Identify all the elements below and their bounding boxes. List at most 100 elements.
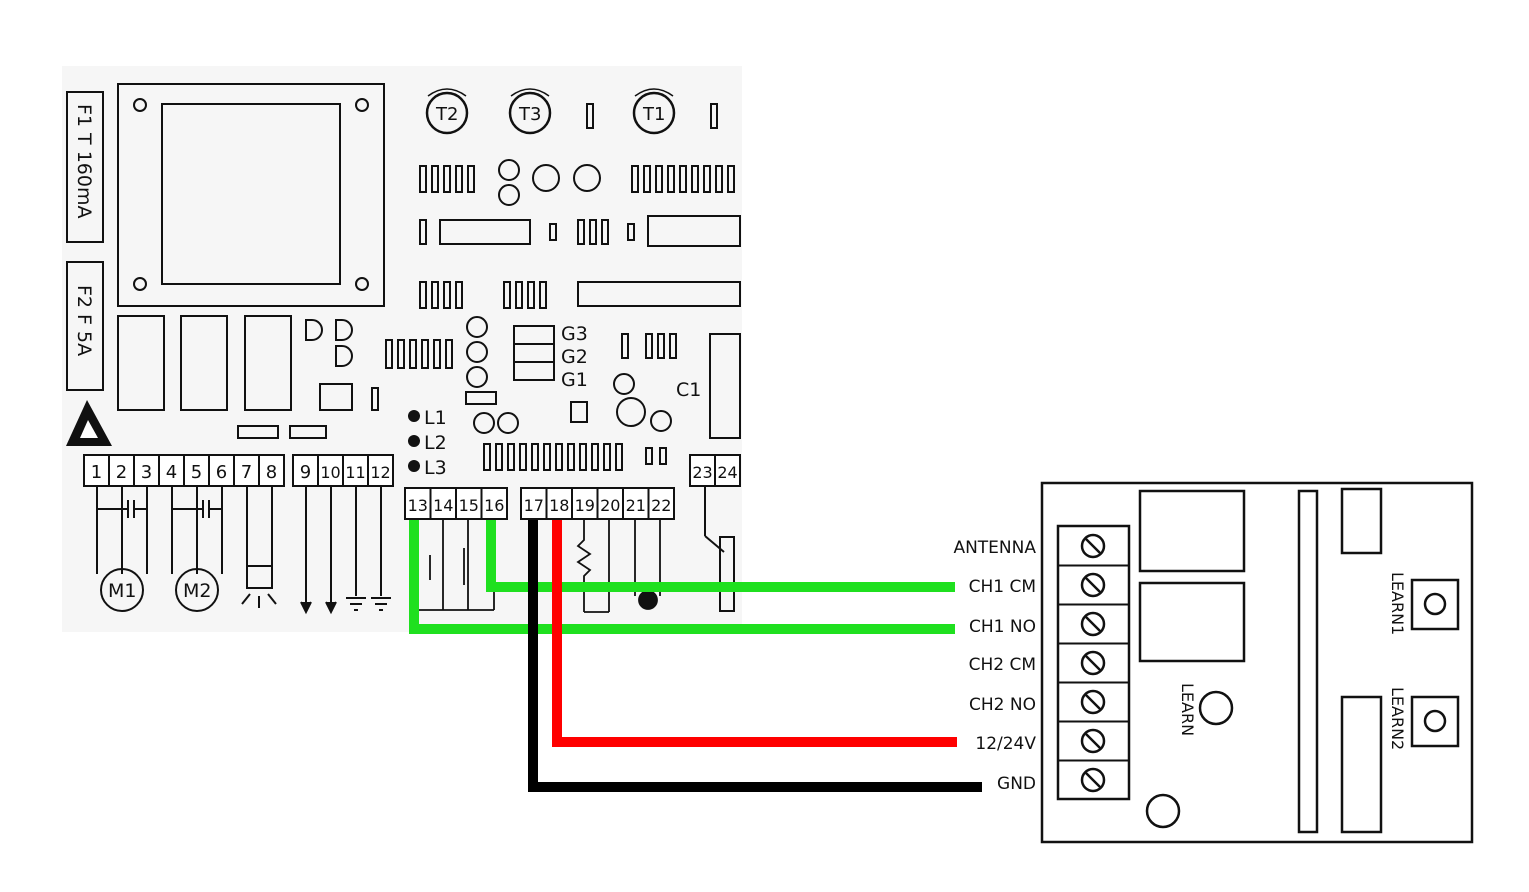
resistor bbox=[419, 165, 427, 193]
terminal-label: 15 bbox=[459, 496, 479, 515]
learn1-label: LEARN1 bbox=[1388, 572, 1407, 635]
led-l2: L2 bbox=[408, 432, 447, 454]
terminal-label: 3 bbox=[141, 462, 152, 483]
resistor bbox=[657, 333, 665, 359]
learn-label: LEARN bbox=[1178, 683, 1197, 736]
terminal-label: 19 bbox=[575, 496, 595, 515]
learn2-button[interactable] bbox=[1410, 695, 1460, 748]
resistor bbox=[645, 447, 653, 465]
svg-text:T3: T3 bbox=[518, 104, 541, 125]
resistor bbox=[515, 281, 523, 309]
resistor bbox=[645, 333, 653, 359]
terminal-label: 9 bbox=[300, 462, 311, 483]
relays bbox=[117, 315, 292, 411]
terminal-label: 20 bbox=[600, 496, 620, 515]
resistor bbox=[691, 165, 699, 193]
terminal-label: 18 bbox=[549, 496, 569, 515]
learn1-button[interactable] bbox=[1410, 578, 1460, 631]
terminal-label: 22 bbox=[651, 496, 671, 515]
resistor bbox=[519, 443, 527, 471]
optocoupler bbox=[319, 383, 353, 411]
resistor bbox=[467, 165, 475, 193]
terminal-screw-icon bbox=[1080, 767, 1106, 793]
resistor bbox=[715, 165, 723, 193]
resistor bbox=[421, 339, 429, 369]
resistor bbox=[531, 443, 539, 471]
terminal-13 bbox=[404, 487, 432, 520]
terminal-21 bbox=[622, 487, 650, 520]
resistor bbox=[601, 219, 609, 245]
wire-12-24v bbox=[552, 520, 957, 747]
terminal-1 bbox=[83, 454, 110, 487]
trimmer-t3: T3 bbox=[508, 88, 552, 135]
terminal-screw-icon bbox=[1080, 611, 1106, 637]
fuse-f2-label: F2 F 5A bbox=[73, 285, 95, 356]
resistor bbox=[603, 443, 611, 471]
terminal-label: 5 bbox=[191, 462, 202, 483]
terminal-label: 4 bbox=[166, 462, 177, 483]
svg-text:L2: L2 bbox=[424, 432, 447, 454]
learn2-label: LEARN2 bbox=[1388, 687, 1407, 750]
motor-m2-label: M2 bbox=[183, 580, 211, 602]
label-12-24v: 12/24V bbox=[975, 734, 1036, 754]
trimmer-t1: T1 bbox=[632, 88, 676, 135]
resistor bbox=[669, 333, 677, 359]
resistor bbox=[655, 165, 663, 193]
wires bbox=[409, 520, 982, 792]
push-button-symbols bbox=[419, 519, 495, 611]
motor-symbols bbox=[96, 486, 277, 612]
svg-text:T2: T2 bbox=[435, 104, 458, 125]
terminal-24 bbox=[714, 454, 741, 487]
resistor bbox=[433, 339, 441, 369]
resistor bbox=[621, 333, 629, 359]
terminal-label: 16 bbox=[484, 496, 504, 515]
terminal-17 bbox=[520, 487, 548, 520]
terminal-20 bbox=[596, 487, 624, 520]
input-arrows bbox=[300, 486, 391, 615]
resistor bbox=[659, 447, 667, 465]
wire-gnd bbox=[528, 520, 982, 792]
resistor bbox=[385, 339, 393, 369]
terminal-18 bbox=[545, 487, 573, 520]
resistor bbox=[443, 165, 451, 193]
label-ch1-no: CH1 NO bbox=[969, 617, 1036, 637]
learn-button[interactable] bbox=[1198, 690, 1234, 726]
terminal-label: 2 bbox=[116, 462, 127, 483]
resistor-array bbox=[385, 165, 735, 471]
terminal-9 bbox=[292, 454, 319, 487]
receiver-terminal-labels: ANTENNA CH1 CM CH1 NO CH2 CM CH2 NO 12/2… bbox=[953, 538, 1036, 794]
terminal-label: 23 bbox=[692, 463, 712, 482]
terminal-22 bbox=[647, 487, 675, 520]
capacitor-c1-label: C1 bbox=[676, 379, 701, 401]
terminal-label: 14 bbox=[433, 496, 453, 515]
resistor bbox=[419, 219, 427, 245]
resistor bbox=[409, 339, 417, 369]
terminal-label: 6 bbox=[216, 462, 227, 483]
esd-warning-icon bbox=[66, 400, 112, 446]
fuse-f2: F2 F 5A bbox=[66, 261, 104, 391]
resistor bbox=[549, 223, 557, 241]
terminal-label: 12 bbox=[370, 463, 390, 482]
resistor bbox=[679, 165, 687, 193]
resistor bbox=[555, 443, 563, 471]
jumper-g2-label: G2 bbox=[561, 346, 588, 368]
receiver-module: LEARN1 LEARN2 LEARN bbox=[1040, 481, 1474, 844]
terminal-label: 10 bbox=[320, 463, 340, 482]
resistor bbox=[397, 339, 405, 369]
label-ch2-no: CH2 NO bbox=[969, 695, 1036, 715]
resistor bbox=[455, 165, 463, 193]
terminal-screw-icon bbox=[1080, 728, 1106, 754]
jumper-g1-label: G1 bbox=[561, 369, 588, 391]
resistor bbox=[643, 165, 651, 193]
terminal-label: 7 bbox=[241, 462, 252, 483]
wire-ch1-cm bbox=[486, 520, 955, 592]
diodes bbox=[305, 319, 353, 367]
terminal-label: 8 bbox=[266, 462, 277, 483]
resistor bbox=[667, 165, 675, 193]
resistor bbox=[527, 281, 535, 309]
led-l3: L3 bbox=[408, 457, 447, 479]
resistor bbox=[443, 281, 451, 309]
fuse-f1-label: F1 T 160mA bbox=[73, 104, 95, 218]
terminal-screw-icon bbox=[1080, 533, 1106, 559]
